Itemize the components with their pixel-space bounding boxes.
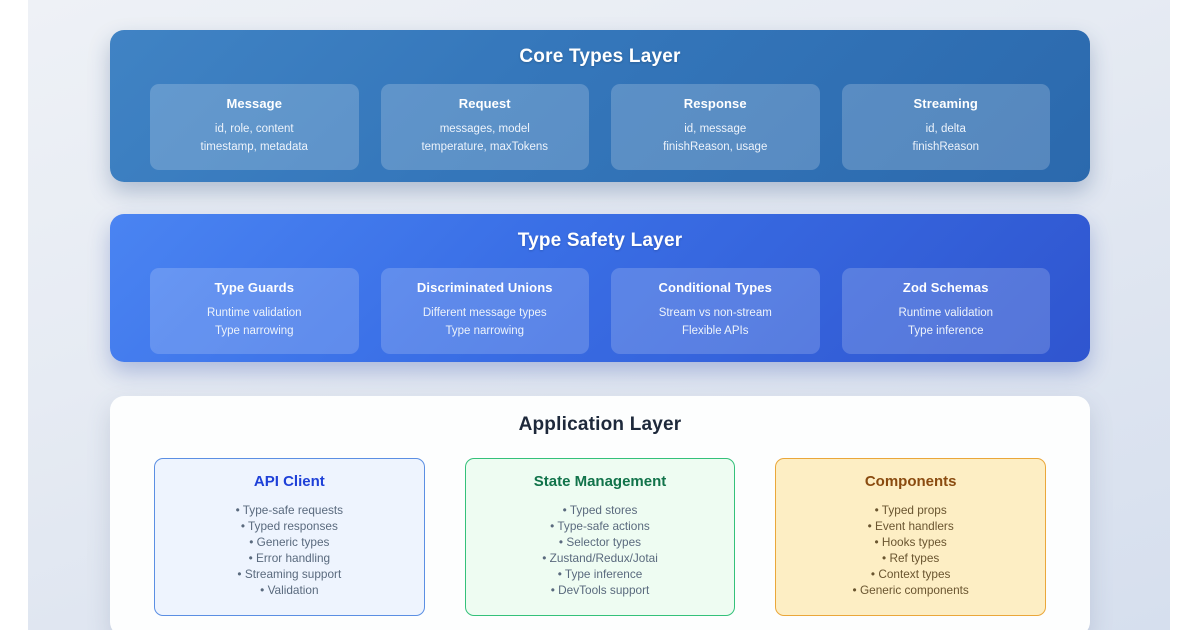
tile-title: Type Guards (158, 280, 351, 295)
core-types-tile-row: Message id, role, content timestamp, met… (150, 84, 1050, 170)
type-safety-layer-title: Type Safety Layer (150, 230, 1050, 252)
tile-line: Type inference (850, 322, 1043, 340)
core-types-layer: Core Types Layer Message id, role, conte… (110, 30, 1090, 182)
app-card-item: • Hooks types (786, 534, 1035, 550)
core-tile-message[interactable]: Message id, role, content timestamp, met… (150, 84, 359, 170)
app-card-state-management[interactable]: State Management • Typed stores • Type-s… (465, 458, 736, 616)
tile-title: Streaming (850, 96, 1043, 111)
application-layer-title: Application Layer (150, 414, 1050, 436)
tile-line: timestamp, metadata (158, 138, 351, 156)
type-safety-layer: Type Safety Layer Type Guards Runtime va… (110, 214, 1090, 362)
tile-title: Request (389, 96, 582, 111)
app-card-item: • Generic components (786, 582, 1035, 598)
app-card-item: • Context types (786, 566, 1035, 582)
app-card-item: • Streaming support (165, 566, 414, 582)
app-card-item: • Validation (165, 582, 414, 598)
tile-line: Type narrowing (389, 322, 582, 340)
app-card-item: • Selector types (476, 534, 725, 550)
safety-tile-type-guards[interactable]: Type Guards Runtime validation Type narr… (150, 268, 359, 354)
tile-line: Runtime validation (850, 304, 1043, 322)
tile-title: Conditional Types (619, 280, 812, 295)
app-card-item: • Ref types (786, 550, 1035, 566)
tile-title: Discriminated Unions (389, 280, 582, 295)
core-tile-streaming[interactable]: Streaming id, delta finishReason (842, 84, 1051, 170)
tile-title: Zod Schemas (850, 280, 1043, 295)
app-card-title: API Client (165, 473, 414, 490)
app-card-item: • Type inference (476, 566, 725, 582)
app-card-item: • Typed props (786, 502, 1035, 518)
app-card-item: • Zustand/Redux/Jotai (476, 550, 725, 566)
tile-line: temperature, maxTokens (389, 138, 582, 156)
application-layer: Application Layer API Client • Type-safe… (110, 396, 1090, 630)
app-card-api-client[interactable]: API Client • Type-safe requests • Typed … (154, 458, 425, 616)
tile-line: Different message types (389, 304, 582, 322)
core-tile-response[interactable]: Response id, message finishReason, usage (611, 84, 820, 170)
core-tile-request[interactable]: Request messages, model temperature, max… (381, 84, 590, 170)
app-card-item: • Typed responses (165, 518, 414, 534)
app-card-item: • Error handling (165, 550, 414, 566)
tile-title: Response (619, 96, 812, 111)
tile-line: finishReason (850, 138, 1043, 156)
tile-line: messages, model (389, 120, 582, 138)
tile-line: id, message (619, 120, 812, 138)
tile-line: Type narrowing (158, 322, 351, 340)
tile-line: Flexible APIs (619, 322, 812, 340)
app-card-item: • Generic types (165, 534, 414, 550)
application-card-row: API Client • Type-safe requests • Typed … (150, 458, 1050, 616)
safety-tile-zod-schemas[interactable]: Zod Schemas Runtime validation Type infe… (842, 268, 1051, 354)
safety-tile-discriminated-unions[interactable]: Discriminated Unions Different message t… (381, 268, 590, 354)
app-card-title: State Management (476, 473, 725, 490)
app-card-item: • Type-safe actions (476, 518, 725, 534)
tile-line: finishReason, usage (619, 138, 812, 156)
app-card-components[interactable]: Components • Typed props • Event handler… (775, 458, 1046, 616)
tile-line: id, role, content (158, 120, 351, 138)
core-types-layer-title: Core Types Layer (150, 46, 1050, 68)
safety-tile-conditional-types[interactable]: Conditional Types Stream vs non-stream F… (611, 268, 820, 354)
tile-line: Stream vs non-stream (619, 304, 812, 322)
tile-line: id, delta (850, 120, 1043, 138)
type-safety-tile-row: Type Guards Runtime validation Type narr… (150, 268, 1050, 354)
app-card-item: • DevTools support (476, 582, 725, 598)
tile-line: Runtime validation (158, 304, 351, 322)
app-card-item: • Typed stores (476, 502, 725, 518)
app-card-item: • Event handlers (786, 518, 1035, 534)
app-card-title: Components (786, 473, 1035, 490)
app-card-item: • Type-safe requests (165, 502, 414, 518)
tile-title: Message (158, 96, 351, 111)
